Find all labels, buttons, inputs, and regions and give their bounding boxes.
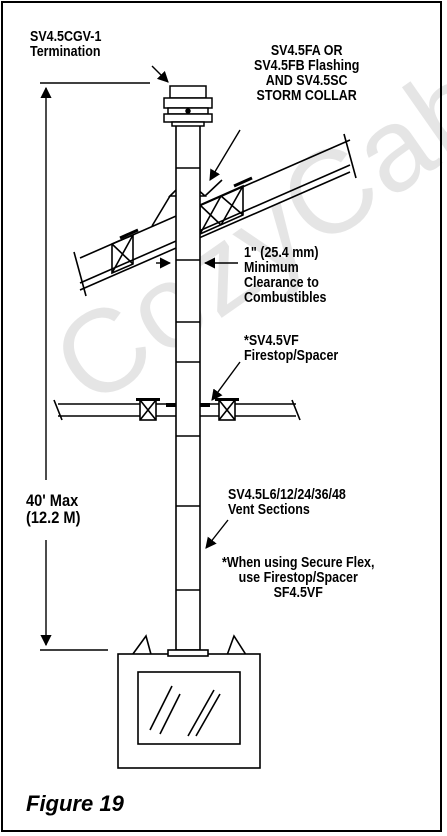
- leader-lines: [151, 65, 241, 549]
- appliance: [117, 634, 261, 769]
- max-height-label: 40' Max(12.2 M): [26, 491, 81, 527]
- ceiling-joists: [53, 398, 301, 421]
- joist-block-right: [215, 398, 239, 421]
- termination-cap: [163, 85, 213, 127]
- figure-caption: Figure 19: [26, 791, 124, 816]
- joist-block-left: [136, 398, 160, 421]
- max-height-dimension: [40, 82, 150, 651]
- roof-truss-right: [199, 184, 244, 236]
- roof-truss-left: [111, 233, 134, 275]
- roof-structure: [73, 133, 357, 297]
- secure-flex-note: *When using Secure Flex,use Firestop/Spa…: [222, 555, 375, 601]
- vent-pipe: [175, 97, 201, 651]
